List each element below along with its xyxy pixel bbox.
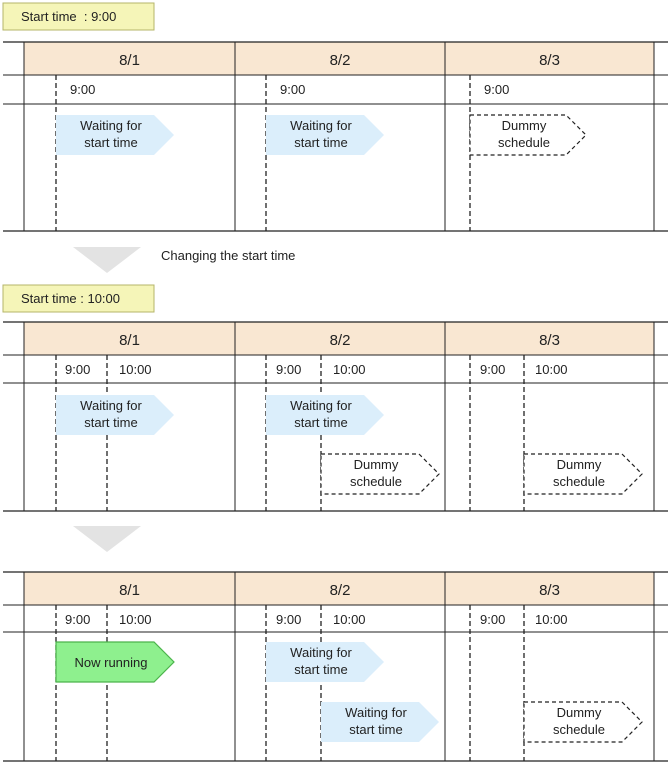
start-time-label-box [2, 2, 155, 31]
now-running-shape-text: Now running [75, 655, 148, 670]
date-header-row [24, 572, 654, 605]
transition-caption: Changing the start time [161, 248, 295, 263]
time-label: 10:00 [119, 362, 152, 377]
dummy-schedule-shape-text: schedule [553, 722, 605, 737]
start-time-label-box [2, 284, 155, 313]
time-label: 9:00 [276, 612, 301, 627]
time-label: 9:00 [65, 362, 90, 377]
date-header-2: 8/2 [330, 332, 351, 349]
transition-arrow-icon [73, 526, 141, 552]
date-header-row [24, 42, 654, 75]
time-label: 9:00 [484, 82, 509, 97]
waiting-for-start-time-shape-text: Waiting for [290, 398, 352, 413]
start-time-label: Start time : 9:00 [21, 9, 116, 24]
dummy-schedule-shape-text: schedule [498, 135, 550, 150]
waiting-for-start-time-shape-text: Waiting for [345, 705, 407, 720]
time-label: 9:00 [480, 612, 505, 627]
time-label: 10:00 [535, 362, 568, 377]
date-header-2: 8/2 [330, 52, 351, 69]
dummy-schedule-shape-text: schedule [553, 474, 605, 489]
date-header-3: 8/3 [539, 52, 560, 69]
time-label: 9:00 [70, 82, 95, 97]
dummy-schedule-shape [523, 701, 643, 743]
timeline-section-2 [2, 284, 668, 552]
waiting-for-start-time-shape-text: start time [84, 415, 137, 430]
date-header-1: 8/1 [119, 582, 140, 599]
waiting-for-start-time-shape-text: Waiting for [290, 118, 352, 133]
date-header-row [24, 322, 654, 355]
waiting-for-start-time-shape [56, 395, 174, 435]
time-label: 10:00 [535, 612, 568, 627]
time-label: 9:00 [276, 362, 301, 377]
waiting-for-start-time-shape-text: start time [294, 135, 347, 150]
dummy-schedule-shape-text: schedule [350, 474, 402, 489]
dummy-schedule-shape-text: Dummy [502, 118, 547, 133]
transition-arrow-icon [73, 247, 141, 273]
timeline-section-1 [2, 2, 668, 273]
time-label: 9:00 [65, 612, 90, 627]
date-header-3: 8/3 [539, 582, 560, 599]
time-label: 10:00 [333, 362, 366, 377]
dummy-schedule-shape-text: Dummy [354, 457, 399, 472]
time-label: 10:00 [119, 612, 152, 627]
dummy-schedule-shape [469, 114, 587, 156]
waiting-for-start-time-shape-text: Waiting for [80, 118, 142, 133]
waiting-for-start-time-shape-text: start time [84, 135, 137, 150]
date-header-3: 8/3 [539, 332, 560, 349]
waiting-for-start-time-shape [56, 115, 174, 155]
time-label: 9:00 [480, 362, 505, 377]
waiting-for-start-time-shape-text: Waiting for [290, 645, 352, 660]
waiting-for-start-time-shape-text: start time [294, 415, 347, 430]
now-running-shape [55, 641, 175, 683]
date-header-1: 8/1 [119, 332, 140, 349]
waiting-for-start-time-shape [266, 115, 384, 155]
dummy-schedule-shape-text: Dummy [557, 457, 602, 472]
time-label: 9:00 [280, 82, 305, 97]
timeline-section-3 [3, 571, 668, 762]
date-header-2: 8/2 [330, 582, 351, 599]
waiting-for-start-time-shape [321, 702, 439, 742]
waiting-for-start-time-shape [266, 642, 384, 682]
dummy-schedule-shape-text: Dummy [557, 705, 602, 720]
start-time-label: Start time : 10:00 [21, 291, 120, 306]
waiting-for-start-time-shape-text: start time [294, 662, 347, 677]
dummy-schedule-shape [320, 453, 440, 495]
waiting-for-start-time-shape-text: Waiting for [80, 398, 142, 413]
waiting-for-start-time-shape [266, 395, 384, 435]
waiting-for-start-time-shape-text: start time [349, 722, 402, 737]
dummy-schedule-shape [523, 453, 643, 495]
date-header-1: 8/1 [119, 52, 140, 69]
time-label: 10:00 [333, 612, 366, 627]
